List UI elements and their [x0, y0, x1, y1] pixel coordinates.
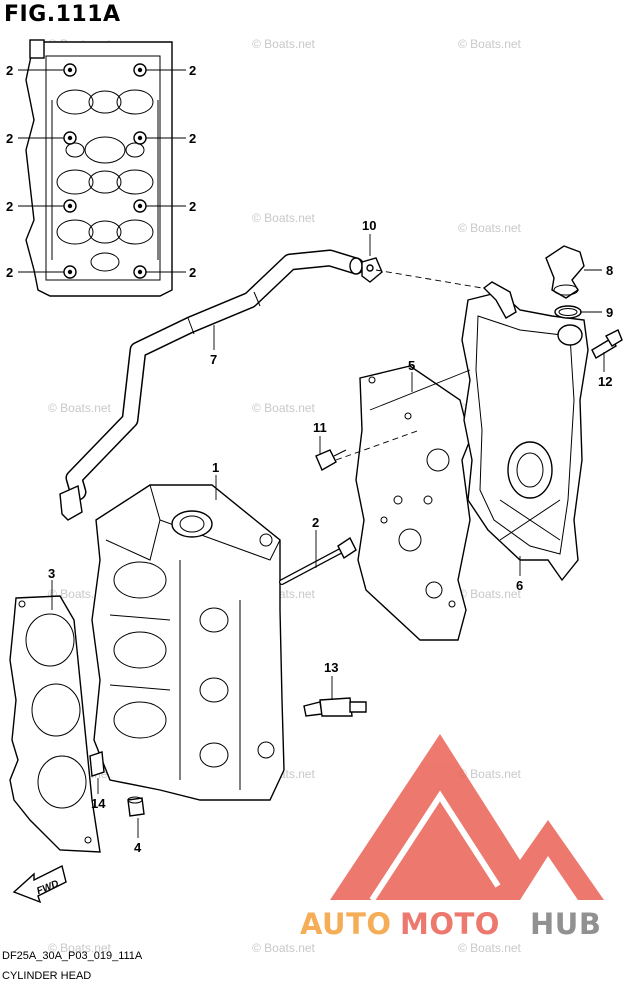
callout-inset-bolt: 2: [189, 63, 196, 78]
part-oring-9: [554, 305, 582, 319]
part-bolt-2: [279, 536, 357, 585]
part-cylinder-head-cover: [461, 281, 589, 582]
part-bolt-12: [591, 329, 623, 359]
callout-inset-bolt: 2: [189, 131, 196, 146]
watermark: © Boats.net: [252, 211, 316, 225]
callout-2: 2: [312, 515, 319, 530]
part-gasket-cover: [355, 365, 471, 641]
callout-1: 1: [212, 460, 219, 475]
fwd-arrow-icon: FWD: [12, 864, 67, 904]
watermark: © Boats.net: [458, 221, 522, 235]
callout-11: 11: [313, 420, 327, 435]
watermark: © Boats.net: [458, 767, 522, 781]
watermark: © Boats.net: [458, 587, 522, 601]
brand-word-moto: MOTO: [400, 907, 500, 941]
callout-7: 7: [210, 352, 217, 367]
watermark: © Boats.net: [458, 37, 522, 51]
diagram-code: DF25A_30A_P03_019_111A: [2, 950, 143, 962]
watermark: © Boats.net: [48, 401, 112, 415]
inset-bolts: [63, 63, 147, 279]
watermark: © Boats.net: [252, 941, 316, 955]
watermark: © Boats.net: [252, 37, 316, 51]
watermark: © Boats.net: [48, 941, 112, 955]
callout-inset-bolt: 2: [6, 131, 13, 146]
callout-12: 12: [598, 374, 612, 389]
callout-inset-bolt: 2: [189, 199, 196, 214]
callout-inset-bolt: 2: [189, 265, 196, 280]
brand-word-hub: HUB: [530, 907, 601, 941]
part-head-gasket: [9, 595, 101, 853]
automotohub-logo: AUTO MOTO HUB: [300, 734, 604, 941]
part-hose: [59, 249, 365, 521]
callout-10: 10: [362, 218, 376, 233]
callout-13: 13: [324, 660, 338, 675]
part-sleeve-14: [89, 751, 105, 777]
bolt-pattern-inset: 2 2 2 2 2 2 2 2: [6, 39, 196, 297]
callout-inset-bolt: 2: [6, 265, 13, 280]
callout-9: 9: [606, 305, 613, 320]
callout-6: 6: [516, 578, 523, 593]
part-cap-8: [545, 245, 585, 299]
part-clip: [361, 257, 383, 283]
figure-title: FIG.111A: [4, 2, 121, 27]
watermark: © Boats.net: [458, 941, 522, 955]
callout-4: 4: [134, 840, 142, 855]
part-bolt-11: [315, 449, 347, 471]
callouts: 1 2 3 4 5 6 7 8 9 10 11 12 13 14: [48, 218, 613, 855]
part-spark-plug: [303, 697, 367, 717]
callout-inset-bolt: 2: [6, 63, 13, 78]
watermark: © Boats.net: [252, 401, 316, 415]
callout-inset-bolt: 2: [6, 199, 13, 214]
callout-3: 3: [48, 566, 55, 581]
diagram-name: CYLINDER HEAD: [2, 970, 92, 982]
callout-5: 5: [408, 358, 415, 373]
brand-word-auto: AUTO: [300, 907, 392, 941]
leader-lines: [51, 234, 605, 838]
part-dowel-4: [127, 796, 145, 817]
callout-14: 14: [91, 796, 106, 811]
callout-8: 8: [606, 263, 613, 278]
part-cylinder-head: [91, 484, 285, 801]
